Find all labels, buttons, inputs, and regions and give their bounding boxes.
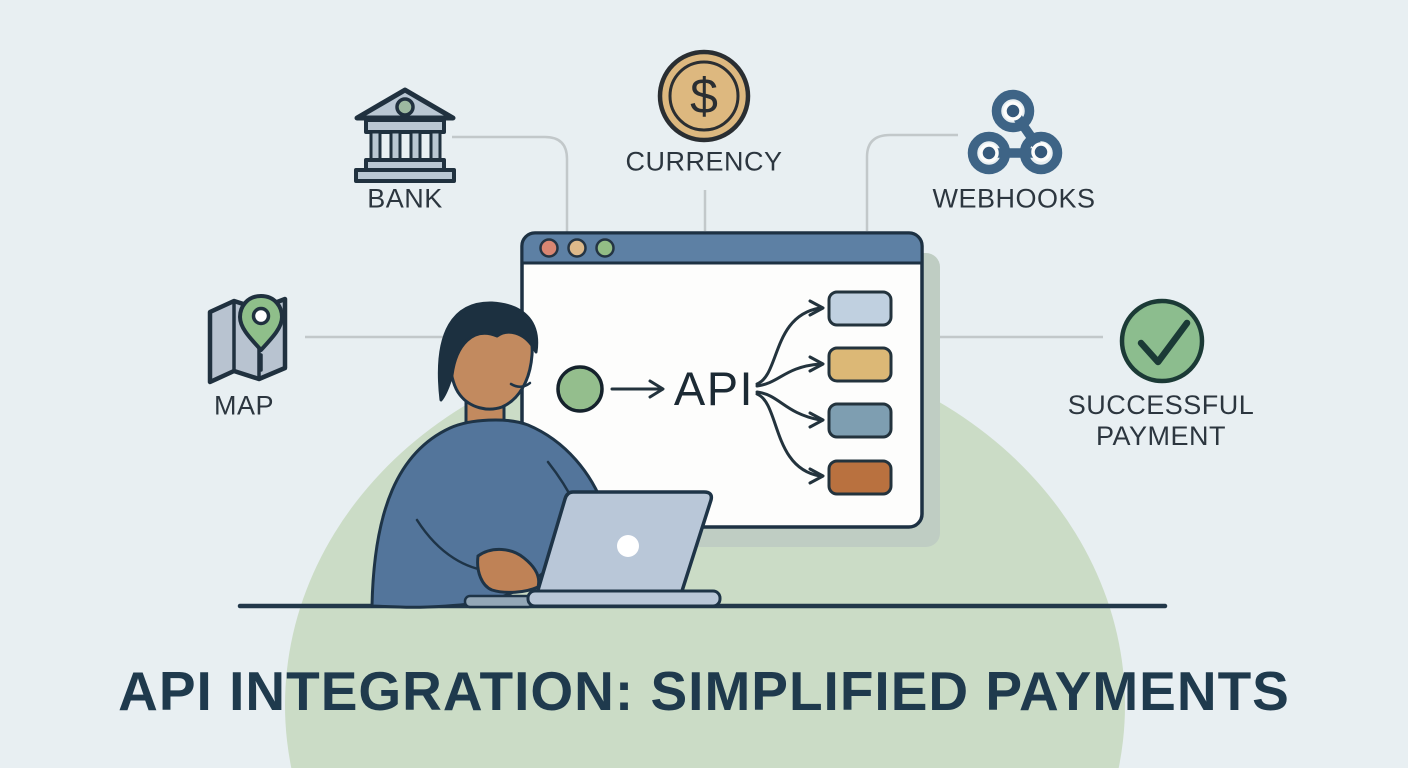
traffic-light-red-icon xyxy=(539,238,559,258)
connector-bank xyxy=(452,135,569,232)
currency-label: CURRENCY xyxy=(625,146,783,177)
laptop-base xyxy=(526,589,722,608)
connector-webhooks xyxy=(865,133,958,231)
request-arrow xyxy=(610,379,665,399)
person-leg xyxy=(463,594,535,609)
output-box-3 xyxy=(827,402,893,439)
branch-arrow-4 xyxy=(755,392,822,478)
person-hair xyxy=(437,301,539,402)
success-check-icon xyxy=(1119,298,1205,384)
laptop xyxy=(463,490,722,609)
success-label: SUCCESSFUL PAYMENT xyxy=(1067,390,1255,451)
webhooks-label: WEBHOOKS xyxy=(932,183,1096,214)
output-box-4 xyxy=(827,459,893,496)
page-title: API INTEGRATION: SIMPLIFIED PAYMENTS xyxy=(118,660,1290,722)
map-label: MAP xyxy=(213,390,275,421)
branch-arrow-1 xyxy=(755,306,822,386)
traffic-light-yellow-icon xyxy=(567,238,587,258)
currency-icon: $ xyxy=(657,49,751,143)
map-icon xyxy=(207,294,288,385)
request-dot xyxy=(556,365,604,413)
branch-arrow-3 xyxy=(755,390,822,422)
laptop-logo-dot xyxy=(617,535,639,557)
output-box-2 xyxy=(827,346,893,383)
branch-arrow-2 xyxy=(755,362,822,388)
dollar-sign: $ xyxy=(690,68,718,124)
api-label: API xyxy=(674,362,754,415)
branch-arrows xyxy=(755,299,825,485)
api-flow-diagram: API xyxy=(556,290,893,496)
bank-label: BANK xyxy=(367,183,443,214)
bank-icon xyxy=(354,87,456,183)
webhooks-icon xyxy=(967,89,1063,175)
person-smile xyxy=(509,381,532,388)
traffic-light-green-icon xyxy=(595,238,615,258)
output-box-1 xyxy=(827,290,893,327)
